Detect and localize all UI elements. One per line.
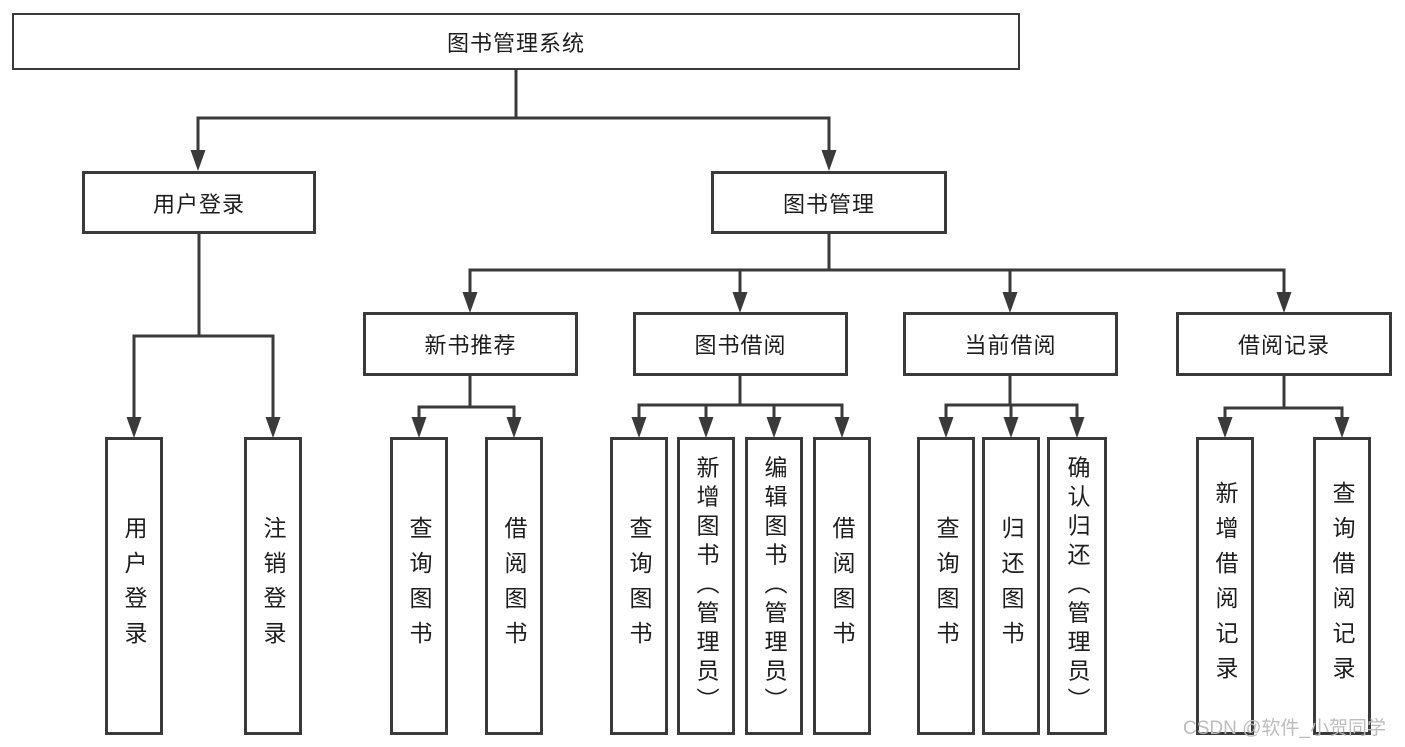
node-leaf-borrow-book-2-label: 借阅图书 xyxy=(829,516,855,656)
node-leaf-confirm-return-admin: 确认归还（管理员） xyxy=(1047,437,1107,735)
node-leaf-borrow-book-2: 借阅图书 xyxy=(813,437,871,735)
node-leaf-add-borrow-record-label: 新增借阅记录 xyxy=(1212,481,1238,691)
node-leaf-query-book-1-label: 查询图书 xyxy=(406,516,432,656)
node-current-borrow: 当前借阅 xyxy=(903,312,1118,376)
node-new-book-recommend: 新书推荐 xyxy=(363,312,578,376)
connector-segments xyxy=(132,70,1344,419)
node-leaf-add-book-admin-label: 新增图书（管理员） xyxy=(693,455,719,717)
node-user-login-group: 用户登录 xyxy=(82,171,316,234)
node-leaf-query-book-1: 查询图书 xyxy=(390,437,448,735)
node-leaf-user-login: 用户登录 xyxy=(105,437,163,735)
node-leaf-add-borrow-record: 新增借阅记录 xyxy=(1196,437,1254,735)
csdn-watermark: CSDN @软件_小贺同学 xyxy=(1183,718,1386,739)
node-leaf-borrow-book-1: 借阅图书 xyxy=(485,437,543,735)
node-new-book-recommend-label: 新书推荐 xyxy=(424,333,517,358)
node-leaf-query-borrow-record: 查询借阅记录 xyxy=(1313,437,1371,735)
node-current-borrow-label: 当前借阅 xyxy=(964,333,1057,358)
node-leaf-add-book-admin: 新增图书（管理员） xyxy=(677,437,735,735)
node-leaf-query-book-3-label: 查询图书 xyxy=(933,516,959,656)
arrowheads xyxy=(126,150,1350,438)
node-leaf-query-book-3: 查询图书 xyxy=(917,437,975,735)
node-leaf-logout-label: 注销登录 xyxy=(260,516,286,656)
node-leaf-logout: 注销登录 xyxy=(244,437,302,735)
node-leaf-edit-book-admin-label: 编辑图书（管理员） xyxy=(761,455,787,717)
node-borrow-records-label: 借阅记录 xyxy=(1237,333,1330,358)
node-book-borrow: 图书借阅 xyxy=(633,312,848,376)
node-library-system-label: 图书管理系统 xyxy=(446,30,585,56)
node-leaf-user-login-label: 用户登录 xyxy=(121,516,147,656)
node-book-management-group-label: 图书管理 xyxy=(782,191,875,217)
node-borrow-records: 借阅记录 xyxy=(1176,312,1392,376)
node-leaf-query-book-2: 查询图书 xyxy=(610,437,668,735)
node-book-management-group: 图书管理 xyxy=(711,171,947,234)
node-leaf-edit-book-admin: 编辑图书（管理员） xyxy=(745,437,803,735)
node-leaf-borrow-book-1-label: 借阅图书 xyxy=(501,516,527,656)
node-book-borrow-label: 图书借阅 xyxy=(694,333,787,358)
node-leaf-return-book: 归还图书 xyxy=(982,437,1040,735)
node-user-login-group-label: 用户登录 xyxy=(152,191,245,217)
node-leaf-query-borrow-record-label: 查询借阅记录 xyxy=(1329,481,1355,691)
node-leaf-return-book-label: 归还图书 xyxy=(998,516,1024,656)
node-leaf-confirm-return-admin-label: 确认归还（管理员） xyxy=(1064,455,1090,717)
node-library-system: 图书管理系统 xyxy=(12,13,1020,70)
node-leaf-query-book-2-label: 查询图书 xyxy=(626,516,652,656)
